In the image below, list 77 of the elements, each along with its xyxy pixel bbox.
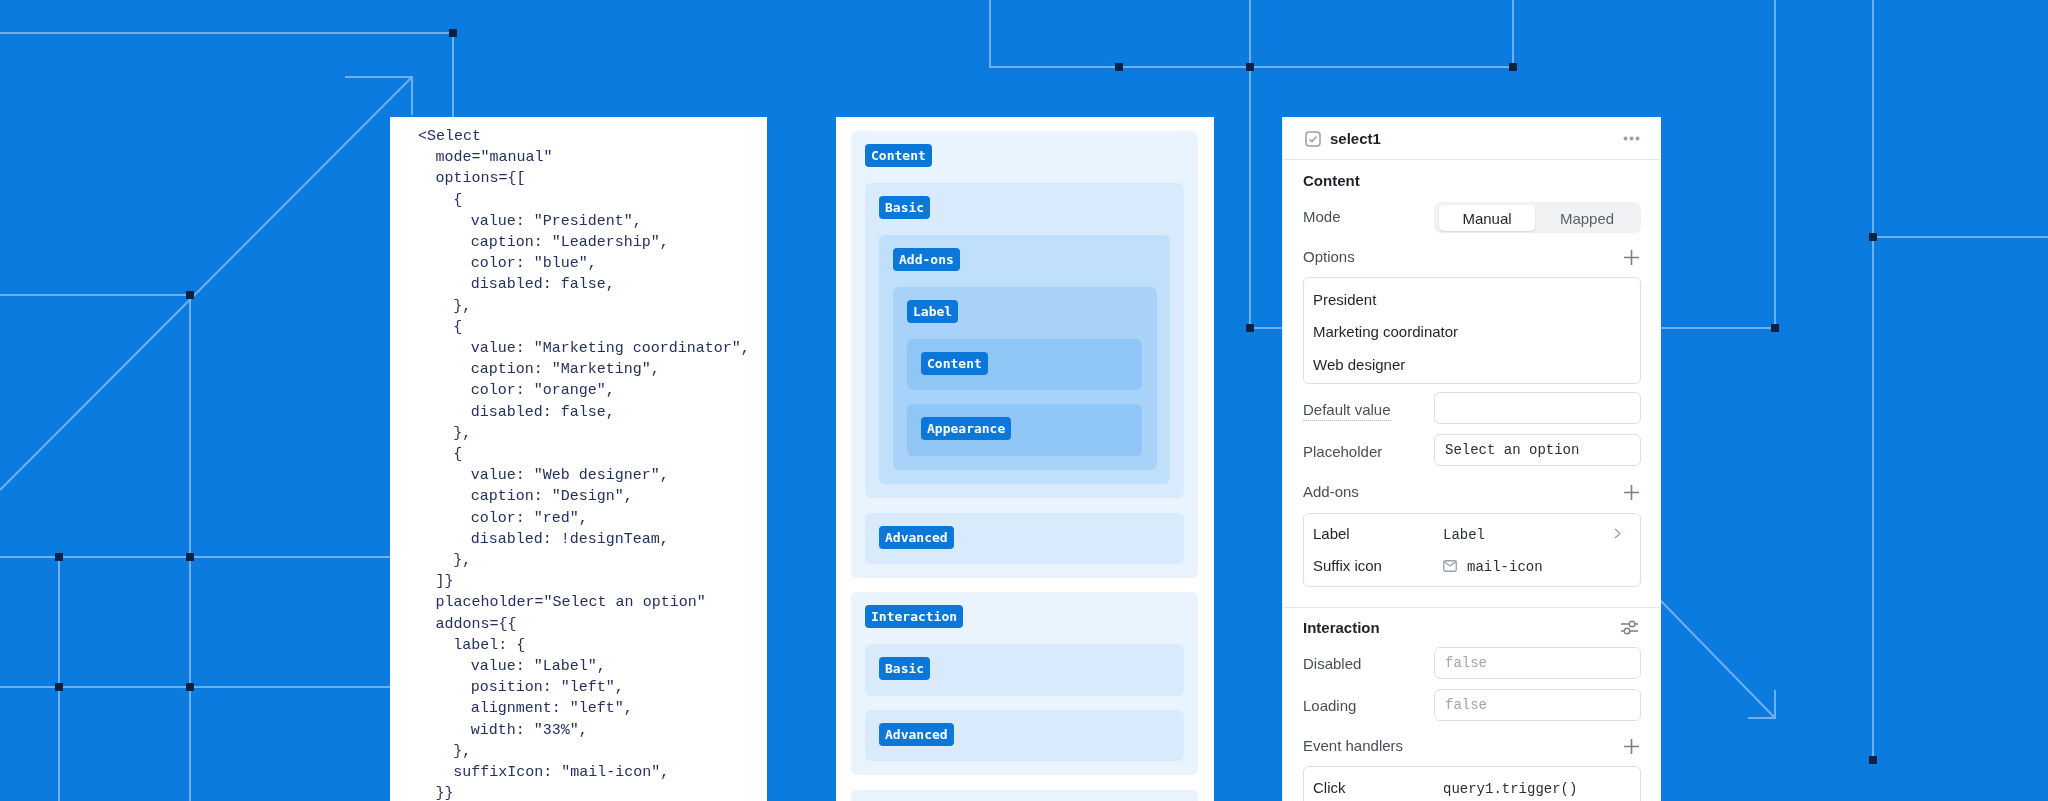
field-label: Placeholder <box>1303 442 1383 462</box>
code-line: value: "Marketing coordinator", <box>470 339 750 359</box>
section-box <box>907 339 1142 390</box>
code-line: color: "orange", <box>470 381 615 402</box>
code-line: }, <box>453 423 472 444</box>
code-line: value: "Web designer", <box>470 466 669 487</box>
code-line: placeholder="Select an option" <box>435 593 706 614</box>
input-field: false <box>1434 689 1641 721</box>
code-line: position: "left", <box>470 678 624 699</box>
code-line: caption: "Marketing", <box>470 360 660 381</box>
handler-event: Click <box>1313 778 1346 798</box>
code-line: addons={{ <box>435 614 517 635</box>
field-label: Default value <box>1303 400 1391 421</box>
section-heading: Content <box>1303 171 1360 191</box>
section-box <box>907 404 1142 456</box>
addon-value: mail-icon <box>1467 558 1543 577</box>
section-tag: Advanced <box>879 723 954 746</box>
section-box <box>865 183 1184 498</box>
segment-button: Mapped <box>1537 205 1637 231</box>
section-tag: Basic <box>879 657 931 680</box>
code-line: mode="manual" <box>435 148 553 169</box>
code-line: }} <box>435 784 454 801</box>
section-box <box>893 287 1157 470</box>
code-line: caption: "Design", <box>470 487 633 508</box>
field-label: Add-ons <box>1303 482 1359 502</box>
code-line: color: "red", <box>470 508 588 529</box>
code-line: <Select <box>418 127 481 147</box>
section-heading: Interaction <box>1303 618 1380 638</box>
code-line: label: { <box>453 635 526 656</box>
code-line: disabled: !designTeam, <box>470 529 669 550</box>
code-line: disabled: false, <box>470 275 615 296</box>
code-line: ]} <box>435 572 454 593</box>
input-field: false <box>1434 647 1641 679</box>
section-tag: Interaction <box>865 605 964 628</box>
addon-value: Label <box>1443 526 1485 545</box>
option-item: President <box>1313 290 1377 310</box>
code-line: suffixIcon: "mail-icon", <box>453 763 670 783</box>
segment-button: Manual <box>1439 205 1535 231</box>
handler-action: query1.trigger() <box>1443 780 1578 799</box>
section-box <box>865 513 1184 564</box>
code-line: { <box>453 445 463 465</box>
section-tag: Advanced <box>879 526 954 549</box>
section-box <box>851 131 1198 578</box>
code-line: options={[ <box>435 169 526 190</box>
section-tag: Basic <box>879 196 931 219</box>
addon-name: Suffix icon <box>1313 556 1382 576</box>
code-line: width: "33%", <box>470 720 588 741</box>
field-label: Loading <box>1303 696 1357 716</box>
section-tag: Appearance <box>921 417 1012 440</box>
section-tag: Content <box>921 352 988 375</box>
option-item: Web designer <box>1313 355 1406 375</box>
code-line: }, <box>453 296 472 317</box>
code-line: color: "blue", <box>470 254 597 275</box>
code-line: caption: "Leadership", <box>470 233 669 253</box>
code-line: alignment: "left", <box>470 699 633 720</box>
addon-name: Label <box>1313 524 1350 544</box>
field-label: Disabled <box>1303 654 1362 674</box>
component-name: select1 <box>1330 129 1381 149</box>
section-tag: Add-ons <box>893 248 960 271</box>
code-line: }, <box>453 741 472 762</box>
section-box <box>851 592 1198 775</box>
option-item: Marketing coordinator <box>1313 322 1459 342</box>
code-line: }, <box>453 551 472 571</box>
code-line: value: "Label", <box>470 657 606 677</box>
section-box <box>865 644 1184 696</box>
field-label: Event handlers <box>1303 736 1404 756</box>
code-line: { <box>453 190 463 211</box>
section-tag: Label <box>907 300 959 323</box>
code-line: value: "President", <box>470 211 642 232</box>
input-field: Select an option <box>1434 434 1641 466</box>
section-box <box>879 235 1170 484</box>
field-label: Mode <box>1303 207 1341 227</box>
code-line: disabled: false, <box>470 402 615 423</box>
section-tag: Content <box>865 144 932 167</box>
code-line: { <box>453 317 463 338</box>
section-box <box>865 710 1184 761</box>
field-label: Options <box>1303 247 1355 267</box>
